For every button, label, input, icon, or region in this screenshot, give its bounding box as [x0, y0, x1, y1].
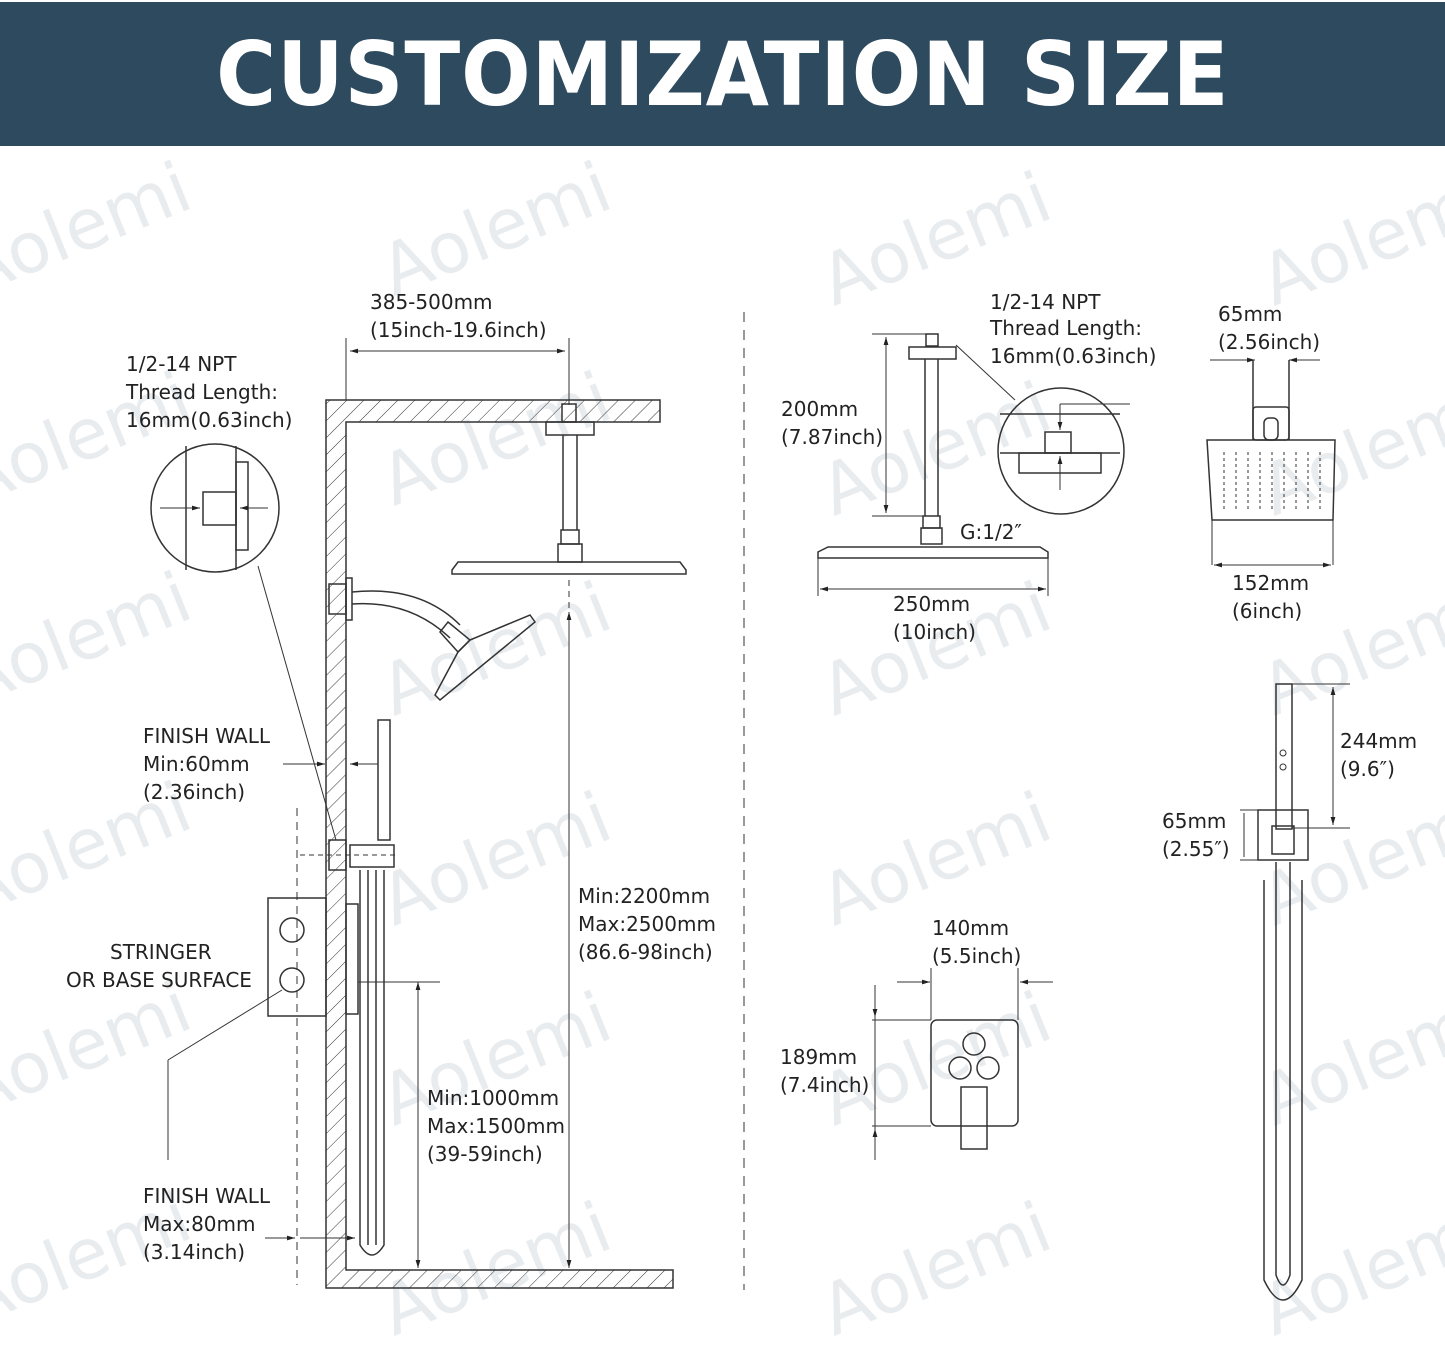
finish-wall-max-label: (3.14inch) — [143, 1240, 246, 1264]
overall-height-label: Min:2200mm — [578, 884, 711, 908]
rain-arm-height-label: 200mm — [781, 397, 859, 421]
side-head-neck-label: (2.56inch) — [1218, 330, 1321, 354]
title-banner: CUSTOMIZATION SIZE — [0, 2, 1445, 146]
valve-width-label: (5.5inch) — [932, 944, 1022, 968]
hand-shower-length-label: 244mm — [1340, 729, 1418, 753]
rain-thread-note-label: 16mm(0.63inch) — [990, 344, 1157, 368]
side-head-neck-label: 65mm — [1218, 302, 1283, 326]
valve-width-label: 140mm — [932, 916, 1010, 940]
thread-note-label: Thread Length: — [126, 380, 279, 404]
page-title: CUSTOMIZATION SIZE — [215, 22, 1230, 126]
rain-arm-height-label: (7.87inch) — [781, 425, 884, 449]
wall-section — [325, 399, 674, 1289]
rain-connector-label: G:1/2″ — [960, 520, 1022, 544]
rain-width-label: 250mm — [893, 592, 971, 616]
rain-thread-note-label: Thread Length: — [990, 316, 1143, 340]
thread-note-label: 1/2-14 NPT — [126, 352, 237, 376]
arm-length-label: 385-500mm — [370, 290, 493, 314]
overall-height-label: (86.6-98inch) — [578, 940, 713, 964]
rain-width-label: (10inch) — [893, 620, 976, 644]
arm-length-label-inch: (15inch-19.6inch) — [370, 318, 547, 342]
valve-height-label: Max:1500mm — [427, 1114, 565, 1138]
finish-wall-min-label: Min:60mm — [143, 752, 250, 776]
thread-note-label: 16mm(0.63inch) — [126, 408, 293, 432]
stringer-label: OR BASE SURFACE — [66, 968, 252, 992]
overall-height-label: Max:2500mm — [578, 912, 716, 936]
valve-height-label: Min:1000mm — [427, 1086, 560, 1110]
side-head-width-label: (6inch) — [1232, 599, 1303, 623]
finish-wall-min-label: (2.36inch) — [143, 780, 246, 804]
rain-thread-note-label: 1/2-14 NPT — [990, 290, 1101, 314]
valve-height-label: (39-59inch) — [427, 1142, 543, 1166]
finish-wall-max-label: Max:80mm — [143, 1212, 256, 1236]
stringer-label: STRINGER — [110, 940, 212, 964]
hand-shower-length-label: (9.6″) — [1340, 757, 1395, 781]
finish-wall-min-label: FINISH WALL — [143, 724, 271, 748]
finish-wall-max-label: FINISH WALL — [143, 1184, 271, 1208]
side-head-width-label: 152mm — [1232, 571, 1310, 595]
valve-height-label-trim: 189mm — [780, 1045, 858, 1069]
hand-shower-holder-label: (2.55″) — [1162, 837, 1230, 861]
hand-shower-holder-label: 65mm — [1162, 809, 1227, 833]
valve-height-label-trim: (7.4inch) — [780, 1073, 870, 1097]
